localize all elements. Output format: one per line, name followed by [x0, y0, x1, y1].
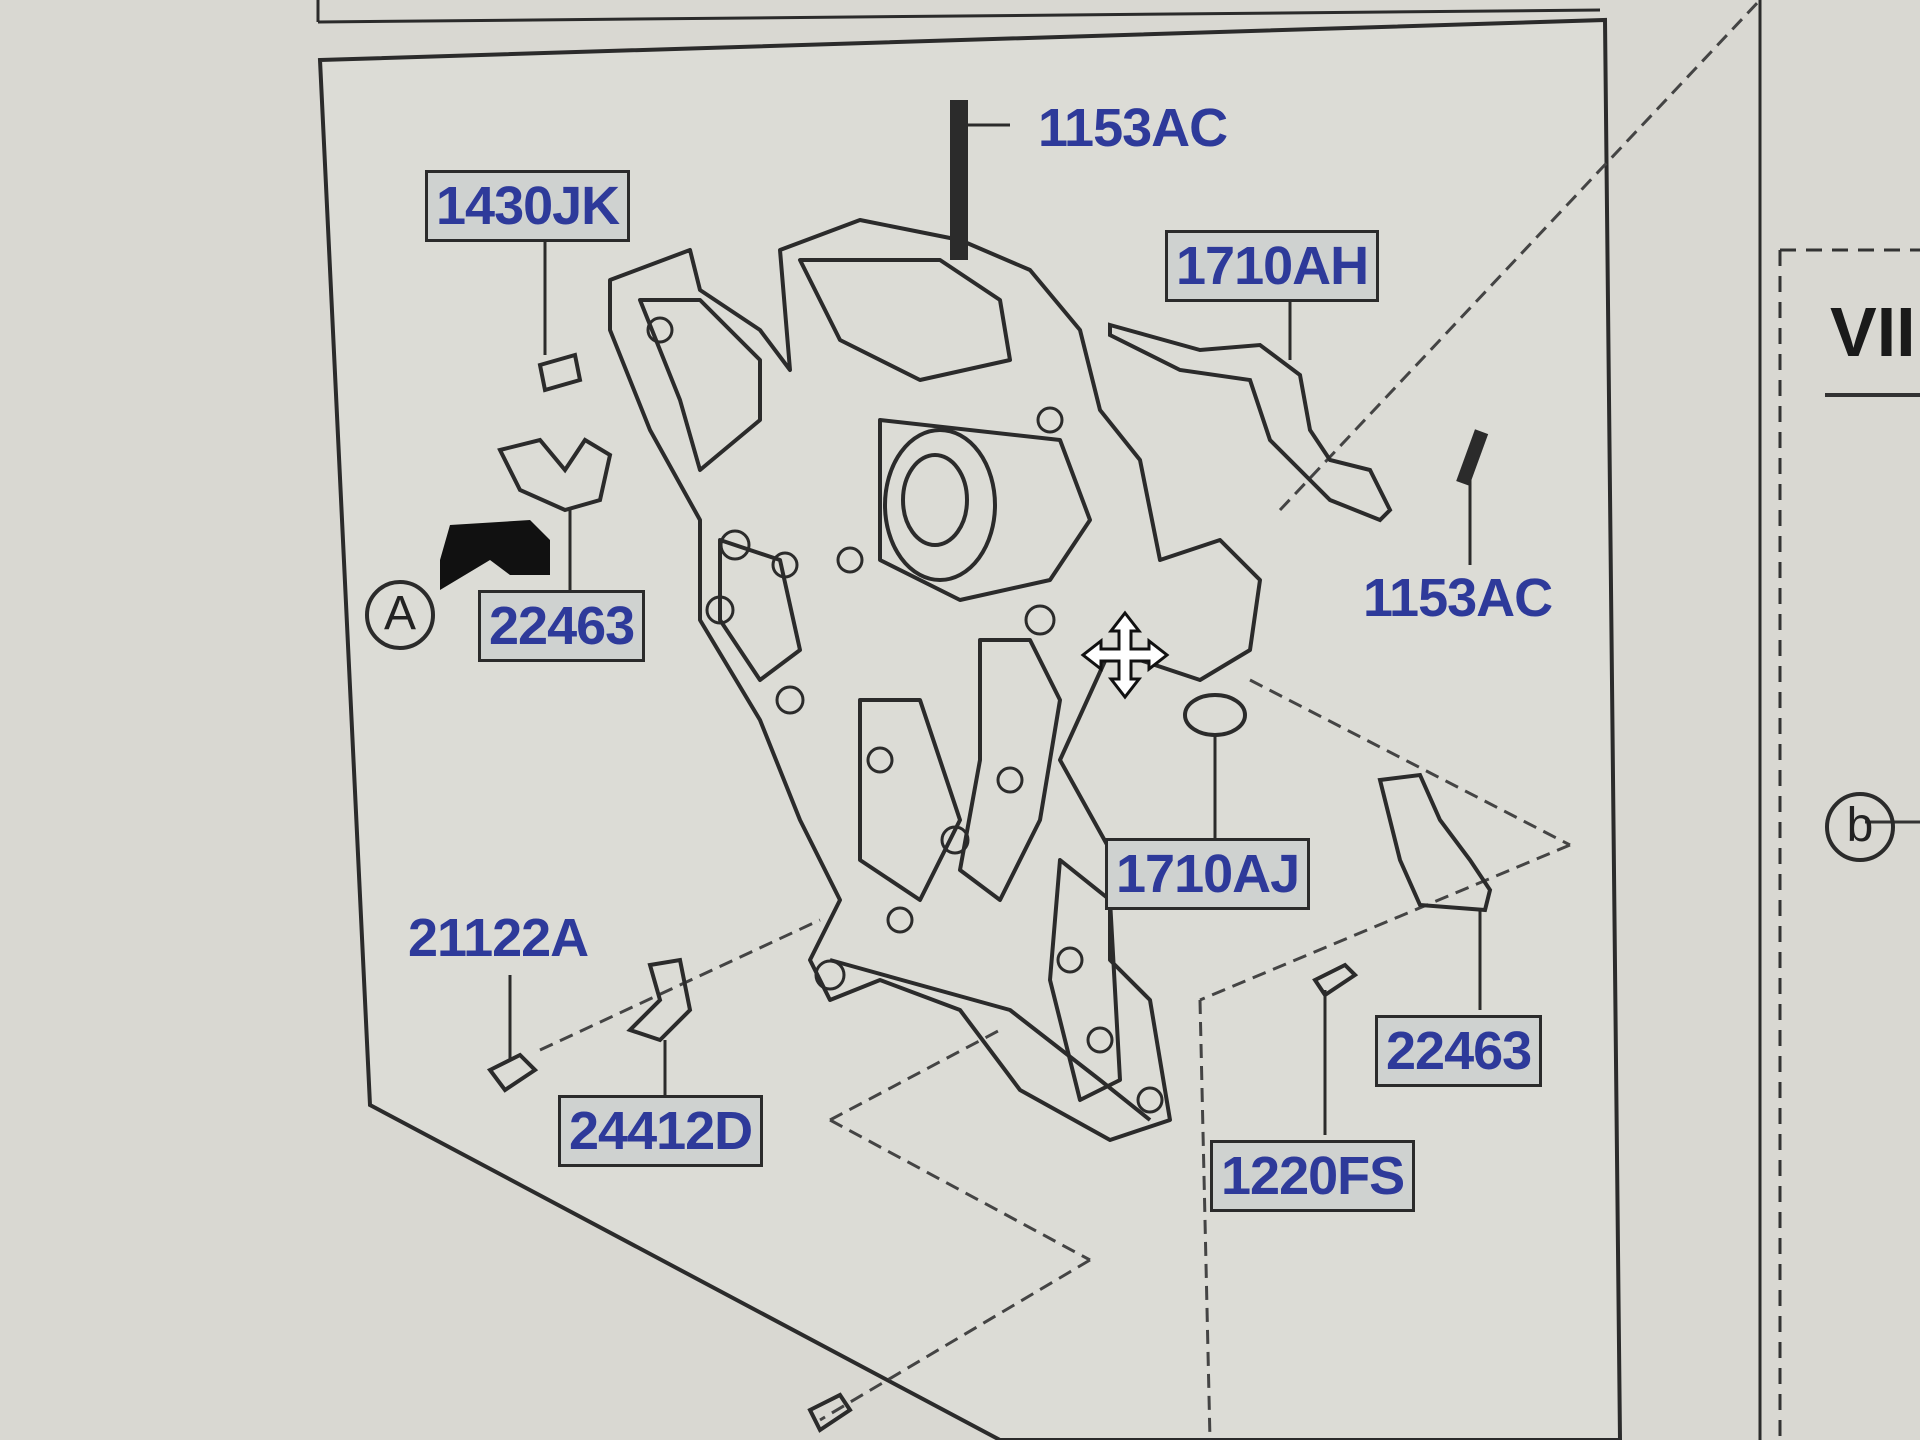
bracket-right	[1377, 772, 1493, 913]
part-label-24412D[interactable]: 24412D	[558, 1095, 764, 1167]
diagram-frame	[317, 17, 1623, 1440]
bolt-1220FS	[1312, 962, 1359, 998]
arrow-icon	[440, 520, 550, 590]
side-section-title-fragment: VII	[1830, 293, 1916, 371]
bracket-left	[497, 437, 613, 513]
callout-b-marker: b	[1825, 792, 1895, 862]
bolt-bosses	[646, 316, 1164, 1114]
dowel-pin-right	[1456, 429, 1489, 486]
bolt-bottom	[807, 1392, 853, 1433]
dowel-pin-top	[950, 100, 968, 260]
part-label-1710AH[interactable]: 1710AH	[1165, 230, 1380, 302]
part-label-22463-left[interactable]: 22463	[478, 590, 646, 662]
move-cursor-icon	[1080, 610, 1170, 700]
part-label-1220FS[interactable]: 1220FS	[1210, 1140, 1416, 1212]
timing-cover-outline	[608, 218, 1262, 1142]
part-label-1153AC-top[interactable]: 1153AC	[1038, 98, 1228, 158]
part-label-21122A[interactable]: 21122A	[408, 908, 589, 968]
part-label-1430JK[interactable]: 1430JK	[425, 170, 631, 242]
part-label-22463-right[interactable]: 22463	[1375, 1015, 1543, 1087]
clip-24412D	[626, 957, 693, 1043]
part-label-1710AJ[interactable]: 1710AJ	[1105, 838, 1311, 910]
seal-1430JK	[537, 352, 583, 393]
gasket-part	[1108, 322, 1393, 523]
part-label-1153AC-right[interactable]: 1153AC	[1363, 568, 1553, 628]
callout-a-marker: A	[365, 580, 435, 650]
